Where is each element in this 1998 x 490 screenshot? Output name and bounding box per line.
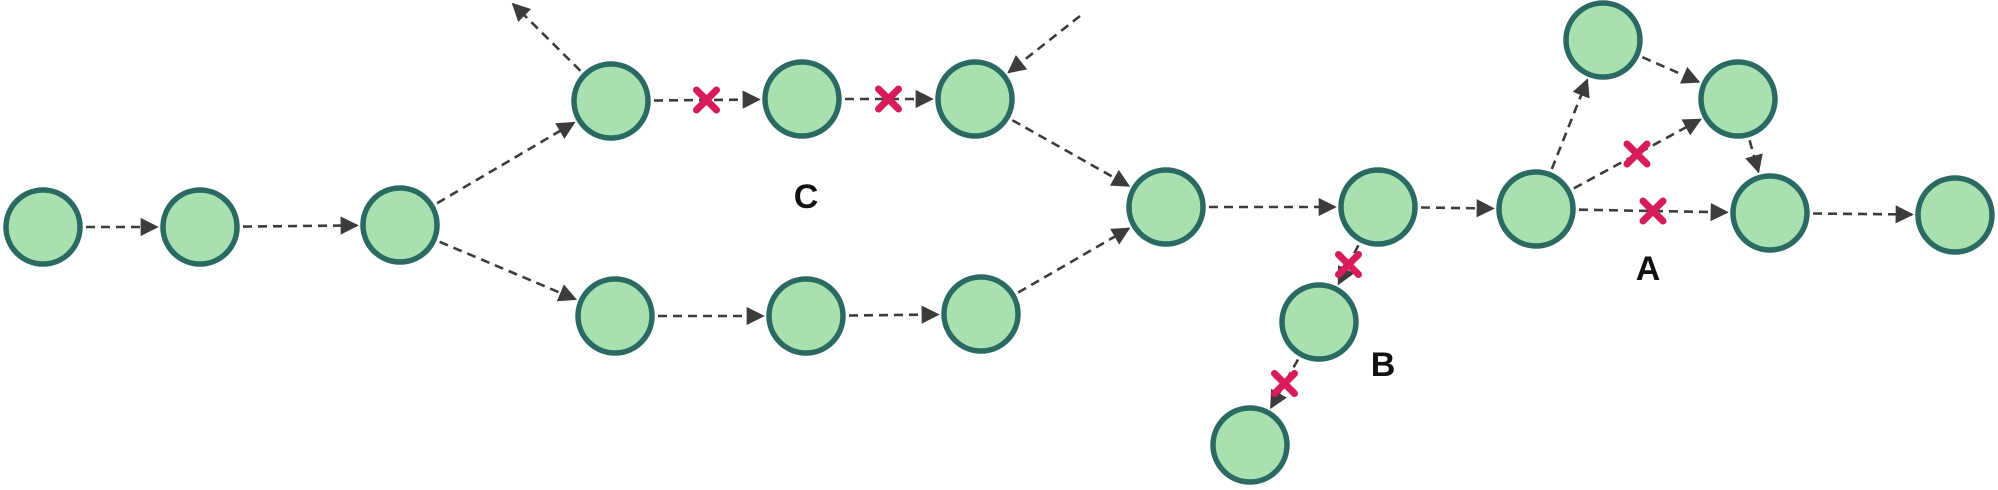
graph-node-n15 [1730, 173, 1810, 253]
graph-node-n13 [1563, 0, 1643, 80]
edge-ext-top-right-n6 [1007, 14, 1081, 74]
edge-n13-n14 [1641, 56, 1701, 84]
graph-node-n5 [762, 59, 842, 139]
cut-mark-stroke [1271, 370, 1298, 397]
cut-mark-n12-n14 [1623, 140, 1651, 168]
graph-node-circle [1279, 282, 1359, 362]
graph-node-circle [762, 59, 842, 139]
graph-node-circle [1126, 167, 1206, 247]
cut-mark-stroke [875, 85, 902, 113]
graph-node-circle [575, 276, 655, 356]
graph-node-circle [935, 59, 1015, 139]
cut-mark-n11-n18 [1335, 251, 1362, 278]
edge-n14-n15 [1745, 140, 1763, 174]
graph-node-n16 [1915, 175, 1995, 255]
edge-n12-n13 [1550, 78, 1590, 170]
cut-mark-stroke [693, 86, 720, 114]
edge-n9-n10 [1017, 227, 1131, 294]
edge-n12-n14 [1573, 118, 1702, 190]
graph-node-circle [1915, 175, 1995, 255]
cut-marks-layer [693, 85, 1667, 397]
cut-mark-n12-n15 [1639, 197, 1667, 225]
edge-n6-n10 [1011, 119, 1131, 187]
region-labels-layer: C B A [794, 178, 1661, 384]
nodes-layer [3, 0, 1995, 485]
graph-node-circle [1563, 0, 1643, 80]
graph-node-circle [1730, 173, 1810, 253]
graph-node-circle [1496, 169, 1576, 249]
edge-n8-n9 [848, 305, 940, 324]
graph-node-n14 [1698, 59, 1778, 139]
graph-node-n7 [575, 276, 655, 356]
cut-mark-stroke [1623, 140, 1651, 168]
graph-node-n6 [935, 59, 1015, 139]
graph-node-n4 [571, 61, 651, 141]
graph-node-n8 [766, 276, 846, 356]
graph-node-circle [1698, 59, 1778, 139]
graph-node-n1 [3, 187, 83, 267]
cut-mark-stroke [1335, 251, 1362, 278]
graph-node-circle [941, 274, 1021, 354]
edge-n18-n19 [1269, 358, 1300, 410]
cut-mark-n5-n6 [875, 85, 902, 113]
region-label-a: A [1636, 250, 1661, 288]
edge-n11-n12 [1420, 199, 1495, 218]
graph-node-n12 [1496, 169, 1576, 249]
cut-mark-stroke [1639, 197, 1667, 225]
graph-node-circle [571, 61, 651, 141]
graph-node-circle [1210, 405, 1290, 485]
region-label-c: C [794, 178, 819, 216]
graph-node-circle [3, 187, 83, 267]
graph-node-circle [1338, 167, 1418, 247]
graph-node-n9 [941, 274, 1021, 354]
edge-n12-n15 [1578, 202, 1729, 222]
graph-node-n2 [160, 187, 240, 267]
region-label-b: B [1371, 346, 1396, 384]
graph-node-circle [360, 185, 440, 265]
edge-n3-n7 [439, 240, 578, 302]
graph-node-circle [160, 187, 240, 267]
edge-n3-n4 [436, 121, 576, 205]
graph-node-circle [766, 276, 846, 356]
graph-node-n10 [1126, 167, 1206, 247]
cut-mark-n18-n19 [1271, 370, 1298, 397]
edges-layer [86, 2, 1914, 410]
edge-n15-n16 [1812, 205, 1914, 224]
edge-n4-ext-top-left [511, 2, 582, 72]
cut-mark-n4-n5 [693, 86, 720, 114]
edge-n2-n3 [242, 216, 359, 235]
graph-node-n11 [1338, 167, 1418, 247]
graph-node-n19 [1210, 405, 1290, 485]
graph-node-n18 [1279, 282, 1359, 362]
graph-node-n3 [360, 185, 440, 265]
